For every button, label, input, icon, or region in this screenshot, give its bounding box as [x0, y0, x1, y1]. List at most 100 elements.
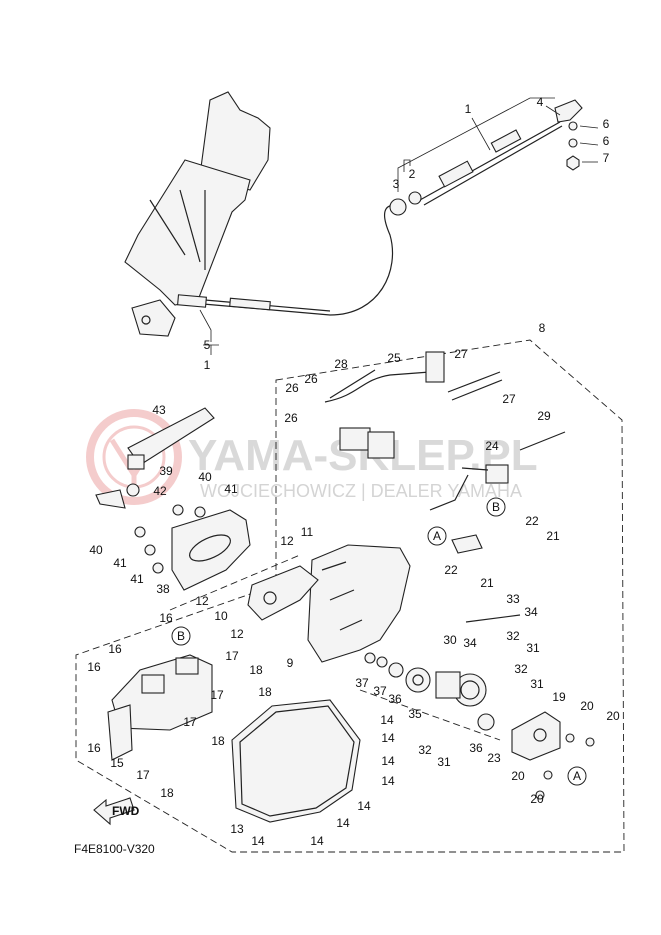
callout-14: 14	[381, 731, 395, 745]
callout-18: 18	[211, 734, 225, 748]
callout-13: 13	[230, 822, 244, 836]
dashed-guide-1	[169, 554, 301, 611]
throttle-cable	[177, 99, 583, 316]
callout-33: 33	[506, 592, 520, 606]
callout-28: 28	[334, 357, 348, 371]
callout-31: 31	[437, 755, 451, 769]
callout-37: 37	[373, 684, 387, 698]
callout-1: 1	[465, 102, 472, 116]
callout-22: 22	[525, 514, 539, 528]
callout-numbers: 1123456678910111212121314141414141414141…	[87, 95, 620, 848]
callout-14: 14	[380, 713, 394, 727]
callout-16: 16	[108, 642, 122, 656]
callout-7: 7	[603, 151, 610, 165]
callout-24: 24	[485, 439, 499, 453]
sensor-24	[429, 464, 509, 554]
callout-14: 14	[310, 834, 324, 848]
callout-8: 8	[539, 321, 546, 335]
fwd-arrow-icon: FWD	[93, 797, 140, 826]
callout-26: 26	[285, 381, 299, 395]
ref-marker-b: B	[171, 626, 191, 646]
callout-37: 37	[355, 676, 369, 690]
ref-marker-b: B	[486, 497, 506, 517]
ref-marker-a: A	[567, 766, 587, 786]
callout-27: 27	[502, 392, 516, 406]
callout-6: 6	[603, 134, 610, 148]
callout-21: 21	[480, 576, 494, 590]
callout-23: 23	[487, 751, 501, 765]
callout-41: 41	[224, 482, 238, 496]
gear-motor-assembly	[364, 614, 521, 731]
ref-marker-label: A	[573, 769, 581, 783]
callout-35: 35	[408, 707, 422, 721]
callout-36: 36	[469, 741, 483, 755]
dashed-guide-2	[359, 689, 501, 741]
callout-14: 14	[381, 754, 395, 768]
callout-21: 21	[546, 529, 560, 543]
assembly-boundary-8	[75, 339, 625, 853]
callout-19: 19	[552, 690, 566, 704]
diagram-code: F4E8100-V320	[74, 842, 155, 856]
callout-34: 34	[463, 636, 477, 650]
callout-12: 12	[230, 627, 244, 641]
callout-14: 14	[251, 834, 265, 848]
callout-18: 18	[258, 685, 272, 699]
main-bracket-9	[247, 544, 411, 663]
callout-32: 32	[514, 662, 528, 676]
callout-14: 14	[336, 816, 350, 830]
callout-14: 14	[381, 774, 395, 788]
callout-32: 32	[418, 743, 432, 757]
callout-9: 9	[287, 656, 294, 670]
fwd-label: FWD	[112, 804, 140, 818]
callout-16: 16	[87, 660, 101, 674]
callout-3: 3	[393, 177, 400, 191]
callout-22: 22	[444, 563, 458, 577]
callout-40: 40	[198, 470, 212, 484]
callout-6: 6	[603, 117, 610, 131]
leader-lines-top	[199, 97, 599, 355]
callout-42: 42	[153, 484, 167, 498]
callout-43: 43	[152, 403, 166, 417]
callout-26: 26	[284, 411, 298, 425]
callout-16: 16	[159, 611, 173, 625]
callout-38: 38	[156, 582, 170, 596]
callout-18: 18	[160, 786, 174, 800]
callout-29: 29	[537, 409, 551, 423]
callout-39: 39	[159, 464, 173, 478]
callout-32: 32	[506, 629, 520, 643]
callout-20: 20	[580, 699, 594, 713]
callout-11: 11	[301, 525, 314, 539]
callout-12: 12	[280, 534, 294, 548]
callout-34: 34	[524, 605, 538, 619]
callout-31: 31	[526, 641, 540, 655]
callout-20: 20	[511, 769, 525, 783]
callout-14: 14	[357, 799, 371, 813]
callout-27: 27	[454, 347, 468, 361]
wire-harness-25	[324, 351, 566, 459]
ref-marker-label: A	[433, 529, 441, 543]
cover-13	[231, 699, 361, 823]
callout-25: 25	[387, 351, 401, 365]
callout-26: 26	[304, 372, 318, 386]
callout-36: 36	[388, 692, 402, 706]
steering-column-housing	[124, 91, 271, 337]
mounting-plate-38	[95, 407, 251, 591]
callout-30: 30	[443, 633, 457, 647]
callout-17: 17	[183, 715, 197, 729]
callout-15: 15	[110, 756, 124, 770]
callout-10: 10	[214, 609, 228, 623]
callout-41: 41	[130, 572, 144, 586]
callout-2: 2	[409, 167, 416, 181]
reference-markers: A B B A	[171, 497, 587, 786]
callout-31: 31	[530, 677, 544, 691]
callout-16: 16	[87, 741, 101, 755]
callout-17: 17	[225, 649, 239, 663]
watermark-subline: WOJCIECHOWICZ | DEALER YAMAHA	[200, 481, 522, 501]
bracket-19	[511, 711, 595, 800]
callout-18: 18	[249, 663, 263, 677]
control-box-15	[107, 654, 213, 761]
callout-1: 1	[204, 358, 211, 372]
ref-marker-label: B	[492, 500, 500, 514]
